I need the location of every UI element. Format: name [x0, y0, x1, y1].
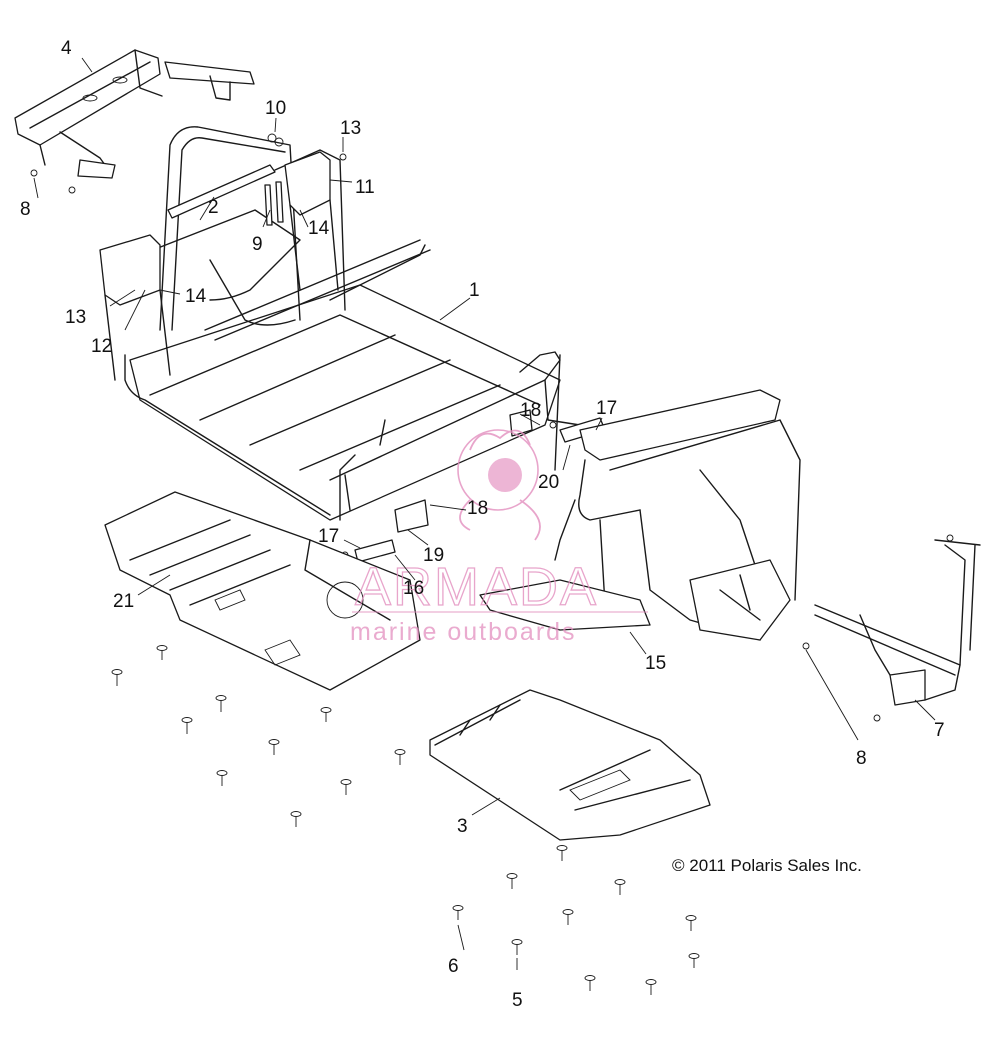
fasteners	[30, 133, 954, 995]
watermark-tagline: marine outboards	[350, 618, 577, 646]
callout-14-right: 14	[308, 218, 330, 239]
callout-16: 16	[403, 578, 424, 599]
callout-8-front: 8	[20, 199, 31, 220]
watermark: ARMADA marine outboards	[350, 429, 648, 646]
callout-3: 3	[457, 816, 468, 837]
watermark-brand: ARMADA	[355, 557, 598, 617]
part-7-rear-bumper	[814, 539, 981, 706]
callout-4: 4	[61, 38, 72, 59]
callout-10: 10	[265, 98, 286, 119]
callout-labels: 1 2 3 4 5 6 7 8 8 9 10 11 12 13 13 14 14…	[20, 38, 945, 1011]
callout-18-lower: 18	[467, 498, 488, 519]
parts-17-20-brackets	[341, 409, 606, 563]
callout-7: 7	[934, 720, 945, 741]
callout-19: 19	[423, 545, 444, 566]
callout-17-lower: 17	[318, 526, 339, 547]
callout-14-left: 14	[185, 286, 207, 307]
callout-17-upper: 17	[596, 398, 617, 419]
leader-lines	[33, 57, 936, 970]
part-1-main-frame	[124, 126, 581, 521]
callout-9: 9	[252, 234, 263, 255]
callout-6: 6	[448, 956, 459, 977]
callout-20: 20	[538, 472, 559, 493]
callout-8-rear: 8	[856, 748, 867, 769]
part-15-rear-subframe	[479, 389, 801, 641]
callout-5: 5	[512, 990, 523, 1011]
callout-18-upper: 18	[520, 400, 541, 421]
part-3-rear-skid-plate	[429, 689, 711, 841]
callout-15: 15	[645, 653, 666, 674]
watermark-logo-mark	[457, 429, 541, 541]
callout-13-left: 13	[65, 307, 86, 328]
callout-11: 11	[355, 177, 375, 198]
callout-13-right: 13	[340, 118, 361, 139]
callout-21: 21	[113, 591, 134, 612]
callout-1: 1	[469, 280, 480, 301]
copyright-notice: © 2011 Polaris Sales Inc.	[672, 856, 862, 875]
part-11-14-uprights	[99, 151, 339, 381]
callout-2: 2	[208, 197, 219, 218]
part-4-upper-rack	[14, 49, 255, 179]
part-2-crossbar	[167, 164, 276, 219]
part-21-front-skid-plate	[104, 491, 421, 691]
callout-12: 12	[91, 336, 112, 357]
